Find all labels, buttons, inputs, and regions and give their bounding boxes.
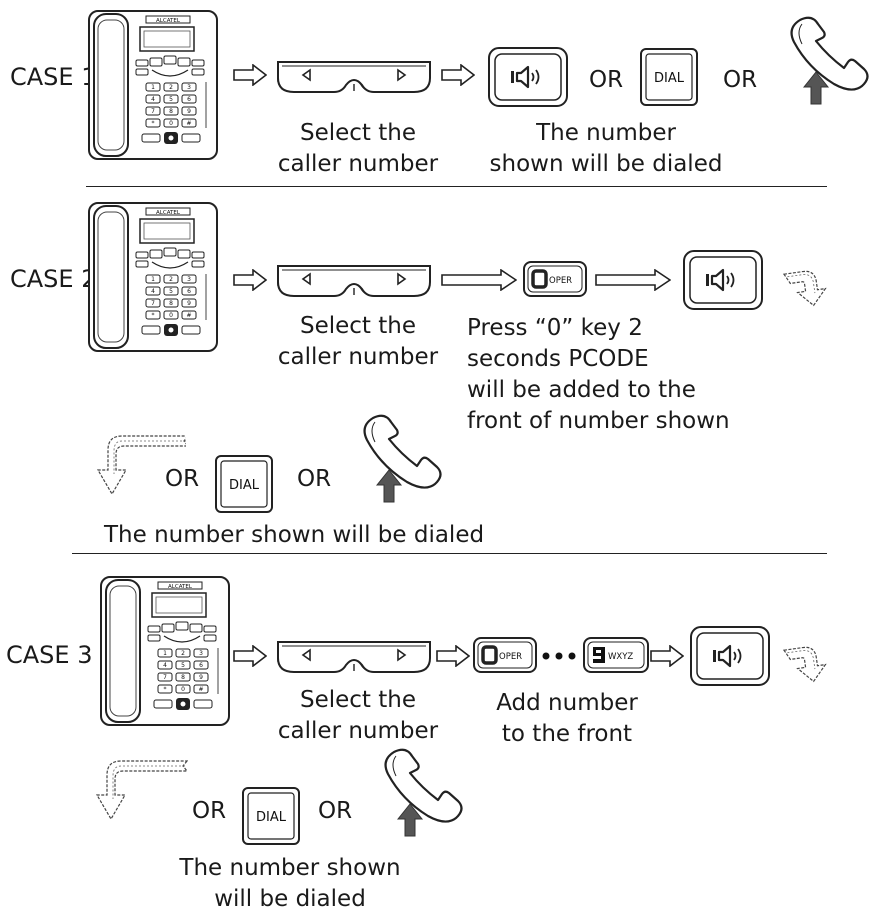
- case2-step2-line2: seconds PCODE: [467, 346, 649, 372]
- case2-label: CASE 2: [10, 265, 97, 293]
- case3-step1-line1: Select the: [299, 687, 417, 713]
- case3-step2-line2: to the front: [501, 721, 633, 747]
- speaker-key-icon: [488, 47, 568, 107]
- speaker-key-icon: [683, 250, 763, 310]
- dial-key-icon: DIAL: [242, 787, 300, 845]
- case1-step2-line2: shown will be dialed: [489, 151, 723, 177]
- handset-lift-icon: [345, 412, 445, 507]
- case2-step2-line1: Press “0” key 2: [467, 315, 643, 341]
- case1-step1-line2: caller number: [277, 151, 439, 177]
- wxyz-key-label: WXYZ: [608, 652, 633, 662]
- continue-arrow-icon: [783, 642, 833, 684]
- oper-key-label: OPER: [499, 652, 522, 662]
- right-arrow-icon: [441, 64, 475, 86]
- right-arrow-icon: [436, 645, 470, 667]
- handset-lift-icon: [772, 14, 872, 109]
- oper-key-label: OPER: [549, 276, 572, 286]
- return-arrow-icon: [92, 757, 188, 821]
- continue-arrow-icon: [783, 266, 833, 308]
- dial-key-icon: DIAL: [215, 455, 273, 513]
- navigation-key-icon: [276, 640, 432, 674]
- telephone-icon: [100, 576, 230, 726]
- telephone-icon: [88, 202, 218, 352]
- speaker-key-icon: [690, 626, 770, 686]
- right-arrow-icon: [233, 64, 267, 86]
- or-label: OR: [192, 798, 227, 824]
- dial-key-label: DIAL: [654, 71, 685, 86]
- dial-key-label: DIAL: [256, 810, 287, 825]
- case3-step2-line1: Add number: [496, 690, 638, 716]
- nine-wxyz-key-icon: WXYZ: [583, 637, 649, 673]
- case2-step2-line3: will be added to the: [467, 377, 696, 403]
- navigation-key-icon: [276, 264, 432, 298]
- case2-result: The number shown will be dialed: [104, 522, 485, 548]
- case1-step2-line1: The number: [536, 120, 676, 146]
- case2-step1-line2: caller number: [277, 344, 439, 370]
- or-label: OR: [165, 466, 200, 492]
- long-right-arrow-icon: [595, 269, 671, 291]
- or-label: OR: [297, 466, 332, 492]
- case3-label: CASE 3: [6, 641, 93, 669]
- case2-step1-line1: Select the: [299, 313, 417, 339]
- oper-key-icon: OPER: [523, 261, 587, 297]
- case3-result-line2: will be dialed: [214, 886, 366, 912]
- right-arrow-icon: [233, 269, 267, 291]
- ellipsis-icon: [542, 652, 576, 660]
- case1-step1-line1: Select the: [299, 120, 417, 146]
- dial-key-icon: DIAL: [640, 48, 698, 106]
- case2-step2-line4: front of number shown: [467, 408, 730, 434]
- handset-lift-icon: [366, 746, 466, 841]
- navigation-key-icon: [276, 60, 432, 94]
- right-arrow-icon: [650, 645, 684, 667]
- divider: [72, 553, 827, 554]
- divider: [86, 186, 827, 187]
- long-right-arrow-icon: [441, 269, 517, 291]
- oper-key-icon: OPER: [473, 637, 537, 673]
- case3-result-line1: The number shown: [179, 855, 401, 881]
- or-label: OR: [723, 67, 758, 93]
- right-arrow-icon: [233, 645, 267, 667]
- dial-key-label: DIAL: [229, 478, 260, 493]
- case1-label: CASE 1: [10, 63, 97, 91]
- or-label: OR: [318, 798, 353, 824]
- telephone-icon: [88, 10, 218, 160]
- or-label: OR: [589, 67, 624, 93]
- case3-step1-line2: caller number: [277, 718, 439, 744]
